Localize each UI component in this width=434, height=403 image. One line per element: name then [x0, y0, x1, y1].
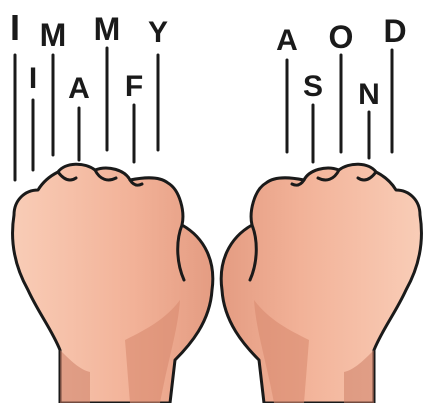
left-letter-2: I [29, 62, 37, 95]
left-letter-6: F [125, 70, 143, 103]
left-fist [13, 164, 213, 403]
right-letter-5: D [383, 13, 406, 49]
left-letter-1: I [10, 7, 20, 48]
left-letter-4: A [68, 72, 90, 105]
right-letter-2: S [303, 70, 323, 103]
right-letter-4: N [358, 78, 380, 111]
left-letter-7: Y [148, 16, 168, 49]
right-fist-body [221, 164, 421, 403]
right-letter-3: O [329, 19, 354, 55]
right-letter-1: A [276, 24, 298, 57]
left-letter-5: M [94, 11, 121, 47]
right-fist [221, 164, 421, 403]
left-hand-letters: I I M A M F Y [10, 7, 168, 105]
left-fist-body [13, 164, 213, 403]
left-letter-3: M [40, 17, 67, 53]
